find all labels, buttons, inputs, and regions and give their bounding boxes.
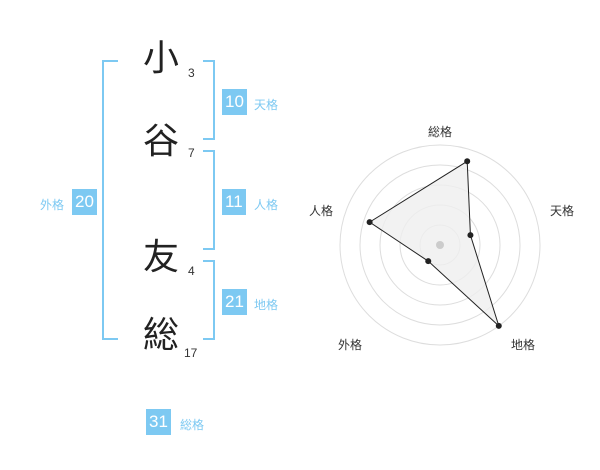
stroke-count-2: 7 <box>188 146 195 160</box>
radar-point <box>467 232 474 239</box>
stroke-count-4: 17 <box>184 346 198 360</box>
radar-point <box>495 322 502 329</box>
radar-label-sou: 総格 <box>428 125 453 139</box>
name-char-3: 友 <box>143 237 180 278</box>
radar-points <box>366 158 502 329</box>
ten-badge: 10 <box>222 89 247 115</box>
chi-label: 地格 <box>254 298 279 312</box>
name-char-4: 総 <box>143 315 180 356</box>
radar-grid-ring <box>339 144 541 346</box>
sou-label: 総格 <box>180 418 205 432</box>
name-char-2: 谷 <box>143 121 180 162</box>
radar-polygon <box>368 160 500 328</box>
chi-badge: 21 <box>222 289 247 315</box>
radar-label-gai: 外格 <box>338 338 363 352</box>
outer-bracket <box>102 60 118 340</box>
sou-badge: 31 <box>146 409 171 435</box>
radar-label-chi: 地格 <box>511 338 536 352</box>
stroke-count-3: 4 <box>188 264 195 278</box>
jin-bracket <box>203 150 215 250</box>
jin-badge: 11 <box>222 189 246 215</box>
jin-label: 人格 <box>254 198 279 212</box>
gai-label: 外格 <box>40 198 65 212</box>
gai-badge: 20 <box>72 189 97 215</box>
radar-label-jin: 人格 <box>309 204 334 218</box>
ten-bracket <box>203 60 215 140</box>
radar-grid-ring <box>359 164 521 326</box>
radar-center-dot <box>436 241 444 249</box>
radar-chart <box>339 144 541 346</box>
stroke-count-1: 3 <box>188 66 195 80</box>
ten-label: 天格 <box>254 98 279 112</box>
radar-point <box>425 258 432 265</box>
chi-bracket <box>203 260 215 340</box>
name-char-1: 小 <box>143 38 180 79</box>
radar-label-ten: 天格 <box>550 204 575 218</box>
radar-point <box>464 158 471 165</box>
radar-point <box>366 219 373 226</box>
